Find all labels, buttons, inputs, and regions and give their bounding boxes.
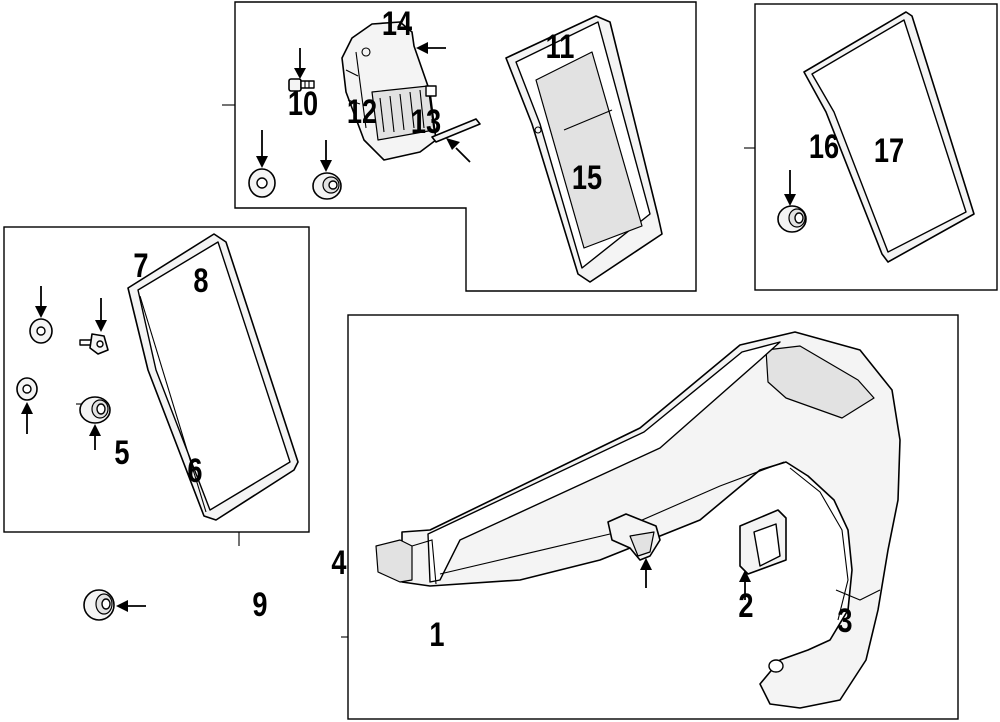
fender-liner-part — [375, 331, 901, 709]
small-washer-part — [29, 318, 53, 344]
callout-4: 4 — [331, 543, 346, 582]
pin-clip-part — [79, 333, 109, 355]
strip-part — [431, 118, 481, 143]
group-10-frame — [234, 1, 697, 292]
rear-grommet-part — [777, 205, 807, 233]
callout-17: 17 — [874, 131, 904, 170]
module-bracket-part — [341, 21, 437, 161]
group-4-frame — [3, 226, 310, 533]
grommet-part — [312, 172, 342, 200]
callout-10: 10 — [288, 84, 318, 123]
group-1-frame — [347, 314, 959, 720]
callout-5: 5 — [114, 433, 129, 472]
access-plug-part — [739, 509, 787, 575]
group-16-frame — [754, 3, 998, 291]
side-trim-panel-part — [127, 233, 299, 521]
rear-trim-panel-part — [803, 11, 975, 263]
retainer-clip-part — [607, 513, 661, 561]
washer-part — [248, 168, 276, 198]
callout-7: 7 — [133, 246, 148, 285]
screw-part — [288, 78, 315, 92]
callout-12: 12 — [347, 92, 377, 131]
callout-1: 1 — [429, 615, 444, 654]
callout-13: 13 — [411, 102, 441, 141]
callout-8: 8 — [193, 261, 208, 300]
callout-3: 3 — [837, 601, 852, 640]
callout-11: 11 — [546, 27, 575, 66]
callout-2: 2 — [738, 586, 753, 625]
callout-15: 15 — [572, 158, 602, 197]
callout-14: 14 — [382, 4, 412, 43]
leader-lines — [21, 42, 796, 638]
callout-9: 9 — [252, 585, 267, 624]
push-nut-part — [76, 396, 111, 424]
flat-washer-part — [16, 377, 38, 401]
upper-trim-panel-part — [505, 15, 663, 283]
callout-16: 16 — [809, 127, 839, 166]
callout-6: 6 — [187, 451, 202, 490]
loose-grommet-part — [83, 589, 115, 621]
